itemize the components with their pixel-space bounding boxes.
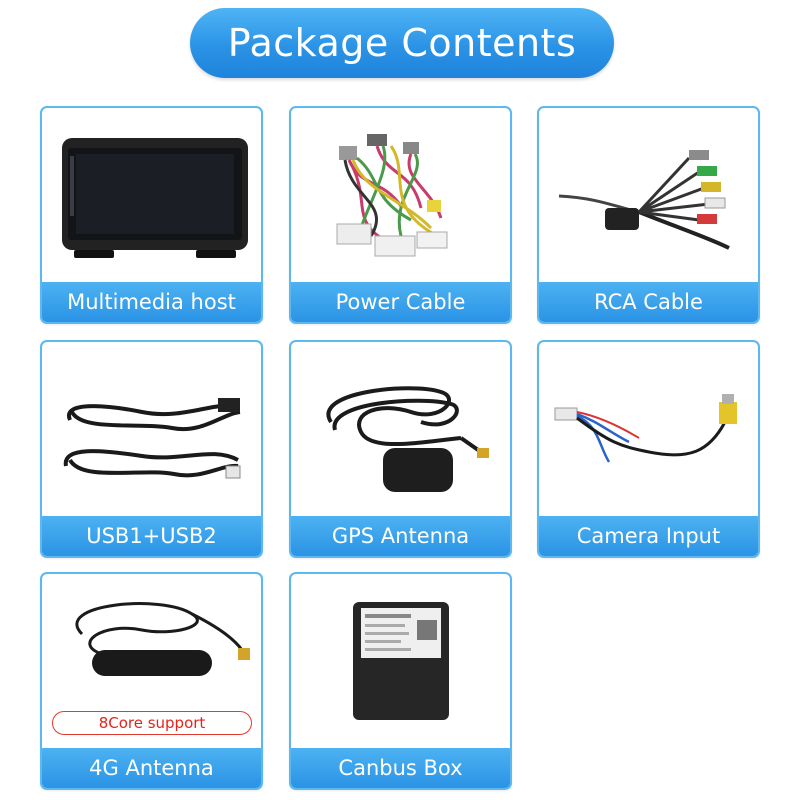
card-4g-antenna: 8Core support 4G Antenna (40, 572, 263, 790)
item-label: USB1+USB2 (42, 516, 261, 556)
item-label: Multimedia host (42, 282, 261, 322)
card-power-cable: Power Cable (289, 106, 512, 324)
item-label: 4G Antenna (42, 748, 261, 788)
item-label: GPS Antenna (291, 516, 510, 556)
power-harness-icon (336, 134, 448, 257)
rca-cable-icon (558, 150, 730, 250)
usb-cable-icon (63, 398, 241, 479)
card-usb-cables: USB1+USB2 (40, 340, 263, 558)
card-multimedia-host: Multimedia host (40, 106, 263, 324)
item-label: Camera Input (539, 516, 758, 556)
item-label: Canbus Box (291, 748, 510, 788)
card-rca-cable: RCA Cable (537, 106, 760, 324)
head-unit-icon (62, 138, 248, 258)
item-label: RCA Cable (539, 282, 758, 322)
card-camera-input: Camera Input (537, 340, 760, 558)
page-title: Package Contents (227, 21, 577, 65)
canbus-box-icon (353, 602, 449, 720)
card-gps-antenna: GPS Antenna (289, 340, 512, 558)
lte-antenna-icon (75, 602, 250, 676)
feature-note: 8Core support (52, 711, 252, 735)
page-title-banner: Package Contents (190, 8, 614, 78)
gps-antenna-icon (326, 386, 489, 492)
camera-cable-icon (554, 394, 737, 463)
card-canbus-box: Canbus Box (289, 572, 512, 790)
item-label: Power Cable (291, 282, 510, 322)
